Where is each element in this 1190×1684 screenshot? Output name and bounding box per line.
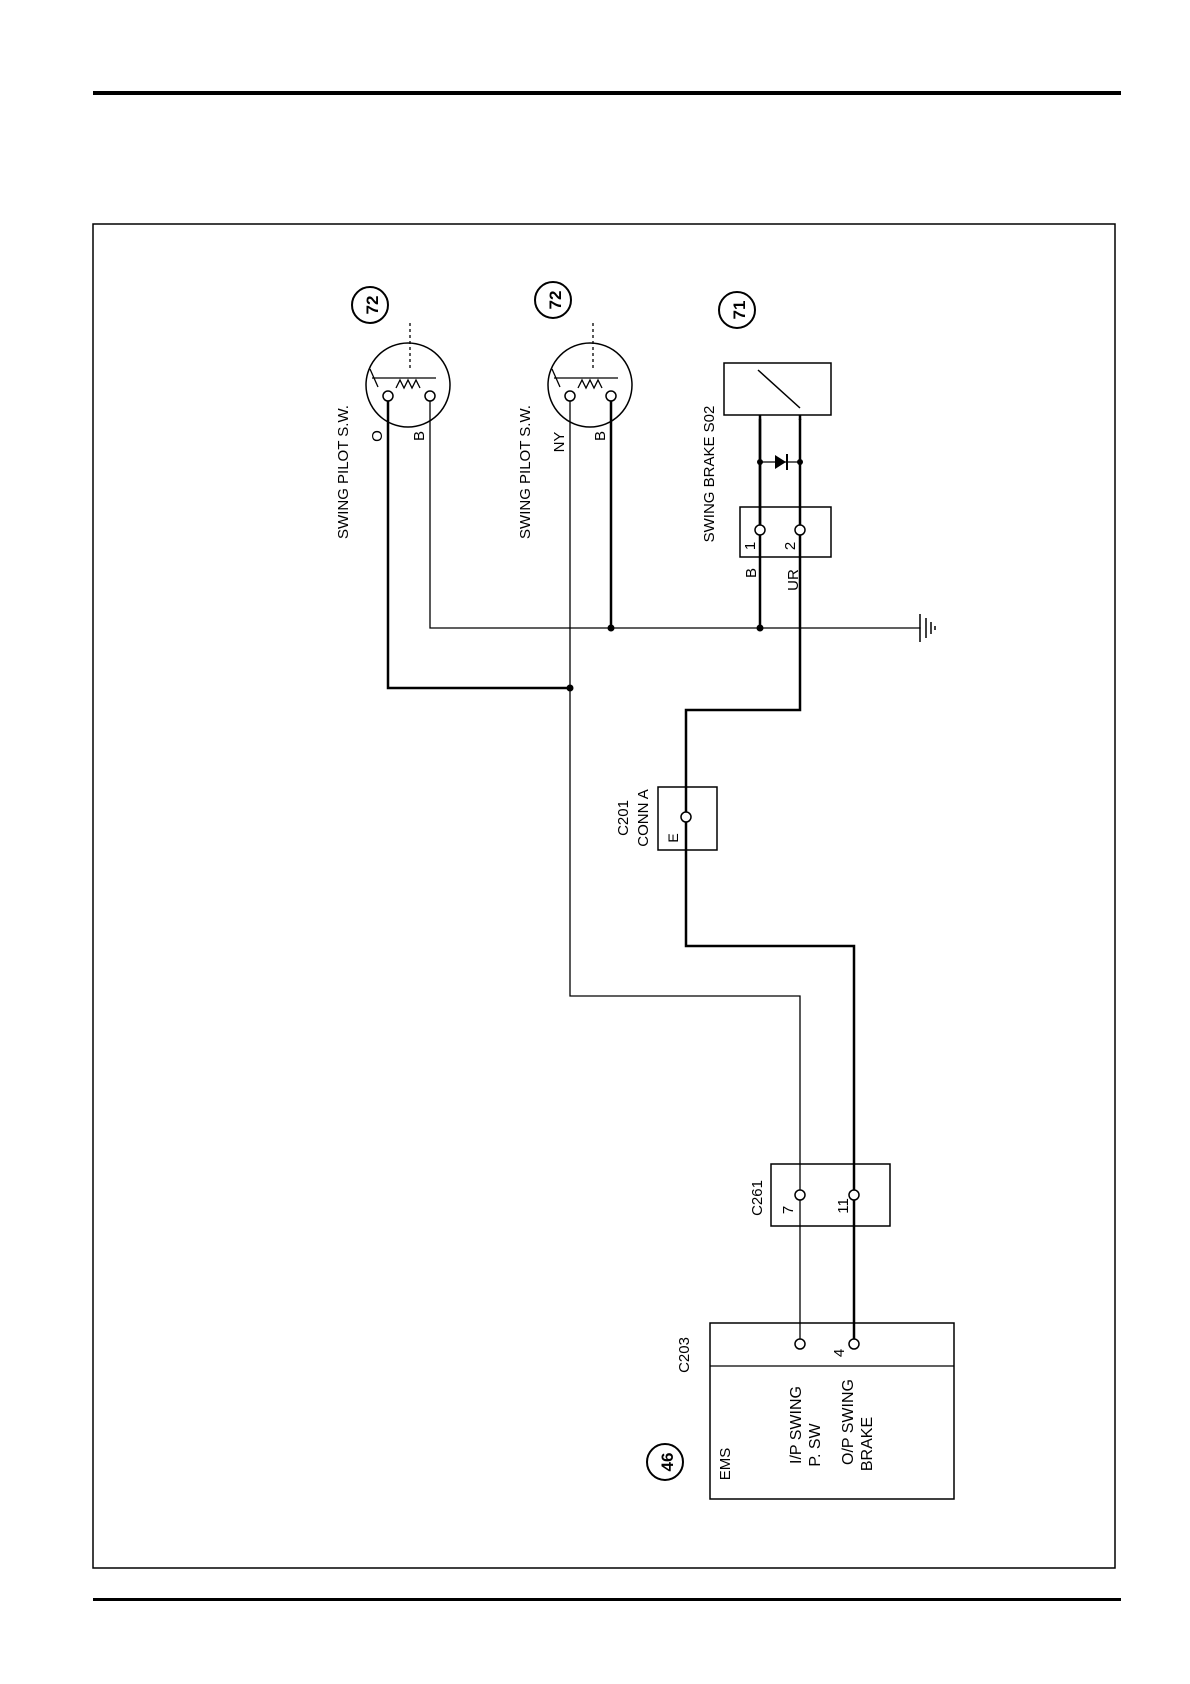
c261-pin-7 [795,1190,805,1200]
sw2-body [548,343,632,427]
brake-pin-1 [755,525,765,535]
brake-pin-1-label: 1 [742,542,759,550]
junction-dot [567,685,574,692]
brake-label: SWING BRAKE S02 [701,406,718,543]
brake-pin-2 [795,525,805,535]
sw1-terminal-o [383,391,393,401]
sw2-terminal-b [606,391,616,401]
ems-pin-in [795,1339,805,1349]
sw1-body [366,343,450,427]
sw1-label: SWING PILOT S.W. [335,405,352,539]
sw1-wire-o: O [369,430,386,442]
sw2-wire-ny: NY [551,432,568,453]
sw2-terminal-ny [565,391,575,401]
ems-module: 46 4 C203 EMS I/P SWING P. SW O/P SWING … [647,1323,954,1499]
c261-pin-11-label: 11 [835,1198,852,1214]
junction-dot [608,625,615,632]
c201-pin-label: E [665,833,681,842]
ems-connector: C203 [676,1337,693,1373]
ems-input-label-1: I/P SWING [788,1386,805,1464]
junction-dots [567,459,804,692]
sw1-terminal-b [425,391,435,401]
ems-output-label-2: BRAKE [859,1417,876,1471]
c201-pin-e [681,812,691,822]
ground-icon [920,614,935,642]
c201-name: C201 [615,800,632,836]
brake-wire-ur: UR [785,569,802,591]
connector-c261: 7 11 C261 [749,1164,890,1226]
sw1-ref: 72 [363,296,382,315]
connector-c201: E C201 CONN A [615,787,717,850]
brake-wire-b: B [743,568,760,578]
brake-ref: 71 [730,301,749,320]
ems-input-label-2: P. SW [807,1422,824,1466]
c261-name: C261 [749,1180,766,1216]
ems-pin-4 [849,1339,859,1349]
c261-pin-7-label: 7 [780,1206,797,1214]
diagram-frame [93,224,1115,1568]
spring-icon [578,380,602,388]
ems-output-label-1: O/P SWING [840,1379,857,1465]
spring-icon [396,380,420,388]
c261-box [771,1164,890,1226]
ground-wire [430,396,920,628]
junction-dot [757,625,764,632]
diode-icon [775,454,787,470]
swing-pilot-switch-2: 72 SWING PILOT S.W. NY B [517,282,632,539]
ems-ref: 46 [658,1453,677,1472]
sw2-label: SWING PILOT S.W. [517,405,534,539]
swing-brake: 71 1 2 B UR SWING BRAKE S02 [701,292,831,591]
ems-title: EMS [717,1448,734,1481]
ems-pin-4-label: 4 [831,1349,848,1357]
sw2-wire-b: B [592,431,609,441]
solenoid-box [724,363,831,415]
c201-desc: CONN A [635,789,652,847]
sw2-ref: 72 [546,291,565,310]
swing-pilot-switch-1: 72 SWING PILOT S.W. O B [335,287,450,539]
sw1-wire-b: B [411,431,428,441]
brake-pin-2-label: 2 [782,542,799,550]
